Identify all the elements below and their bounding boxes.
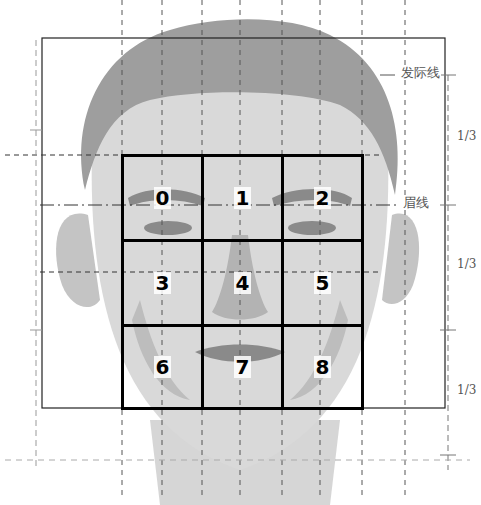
grid-cell: 4	[201, 239, 284, 327]
cell-number: 7	[234, 356, 252, 378]
grid-cell: 6	[121, 324, 204, 410]
grid-cell: 3	[121, 239, 204, 327]
cell-number: 0	[154, 187, 172, 209]
proportion-label: 1/3	[456, 130, 477, 143]
cell-number: 1	[234, 187, 252, 209]
guide-label: 眉线	[402, 196, 430, 210]
cell-number: 8	[314, 356, 332, 378]
grid-cell: 5	[281, 239, 364, 327]
grid-cell: 2	[281, 154, 364, 242]
guide-label: 发际线	[400, 66, 441, 80]
cell-number: 2	[314, 187, 332, 209]
grid-cell: 8	[281, 324, 364, 410]
cell-number: 5	[314, 272, 332, 294]
grid-cell: 0	[121, 154, 204, 242]
cell-number: 6	[154, 356, 172, 378]
proportion-label: 1/3	[456, 258, 477, 271]
proportion-label: 1/3	[456, 384, 477, 397]
grid-cell: 1	[201, 154, 284, 242]
cell-number: 3	[154, 272, 172, 294]
cell-number: 4	[234, 272, 252, 294]
grid-cell: 7	[201, 324, 284, 410]
